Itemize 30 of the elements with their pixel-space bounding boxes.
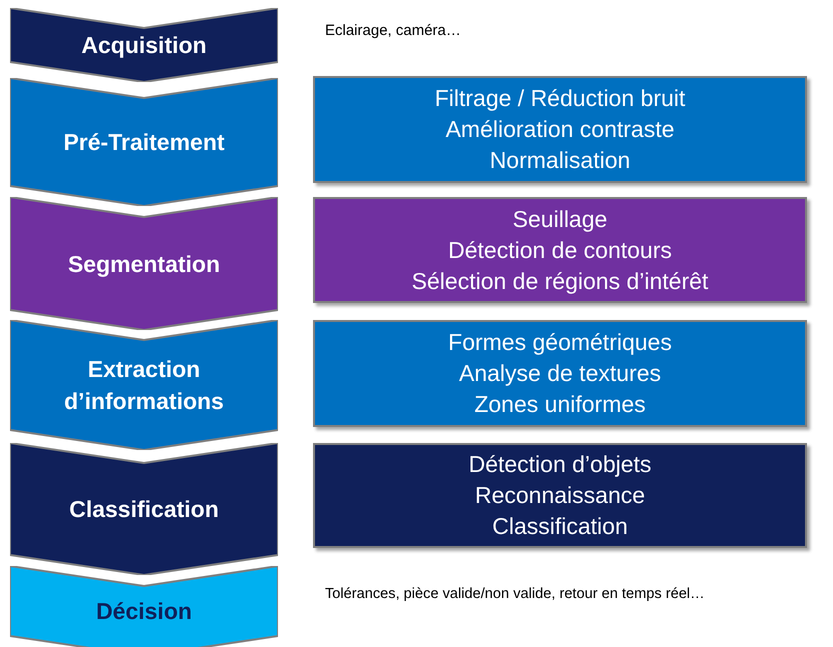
chevron-step xyxy=(10,566,278,647)
detail-box xyxy=(313,76,807,183)
step-label: Acquisition xyxy=(80,31,208,60)
chevron-step xyxy=(10,320,278,450)
step-label: Décision xyxy=(95,597,193,626)
detail-text: Filtrage / Réduction bruit xyxy=(434,84,686,113)
step-label: Classification xyxy=(68,495,220,524)
chevron-step xyxy=(10,443,278,575)
detail-text: Détection d’objets xyxy=(468,450,652,479)
detail-box xyxy=(313,320,807,427)
detail-text: Détection de contours xyxy=(448,236,672,264)
detail-text: Analyse de textures xyxy=(458,359,661,388)
detail-text: Classification xyxy=(492,512,628,541)
note-text: Eclairage, caméra… xyxy=(325,22,461,39)
detail-text: Reconnaissance xyxy=(474,481,646,510)
detail-text: Zones uniformes xyxy=(474,390,646,419)
chevron-step xyxy=(10,8,278,82)
step-label: Pré-Traitement xyxy=(62,128,226,157)
detail-text: Amélioration contraste xyxy=(446,115,674,144)
detail-text: Formes géométriques xyxy=(448,328,672,357)
note-text: Tolérances, pièce valide/non valide, retour en temps réel… xyxy=(325,586,705,602)
detail-box xyxy=(313,443,807,548)
chevron-step xyxy=(10,78,278,206)
chevron-step xyxy=(10,197,278,330)
detail-text: Normalisation xyxy=(490,146,630,175)
detail-text: Sélection de régions d’intérêt xyxy=(412,266,708,296)
detail-box xyxy=(313,197,807,303)
step-label: Segmentation xyxy=(66,250,222,279)
detail-text: Seuillage xyxy=(512,204,608,234)
step-label: Extraction d’informations xyxy=(63,355,225,416)
